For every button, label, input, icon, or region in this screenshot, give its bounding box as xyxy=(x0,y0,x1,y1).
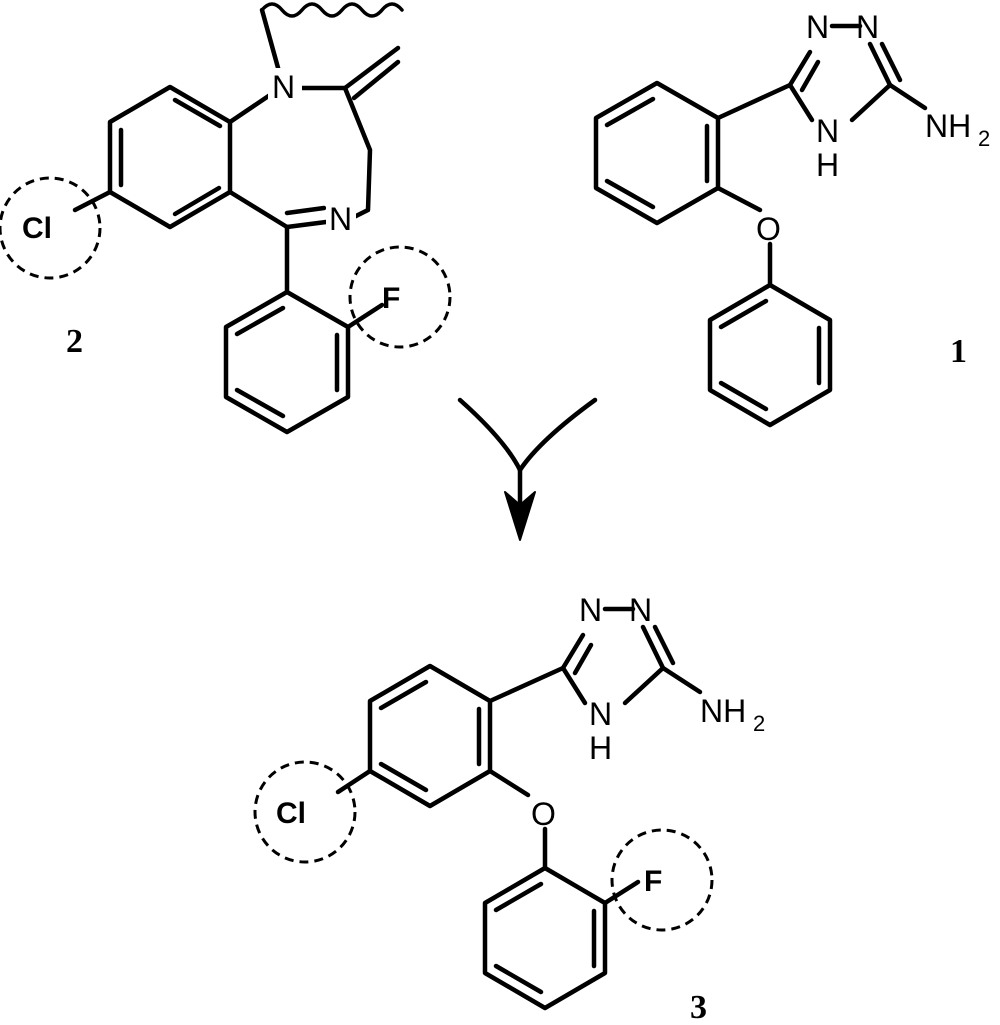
curved-merge-arrow-icon xyxy=(457,397,598,541)
compound-1-atom-nh: N xyxy=(816,113,839,149)
compound-2-atom-cl: Cl xyxy=(22,212,52,245)
compound-3-triazole-double-bond xyxy=(652,624,676,666)
compound-1-structure: N N N H O NH 2 1 xyxy=(593,9,990,428)
compound-2-imine-bond xyxy=(284,219,329,230)
compound-3-amino-nh: NH xyxy=(700,693,746,729)
compound-1-triazole-bond xyxy=(787,82,815,123)
compound-3-ring-double-bond xyxy=(493,963,544,995)
compound-3-triazole-bond xyxy=(622,665,666,706)
compound-1-triazole-link xyxy=(715,82,793,121)
compound-2-ring-double-bond xyxy=(172,97,223,129)
compound-1-atom-o: O xyxy=(756,211,781,247)
compound-3-ether-bond xyxy=(487,768,531,798)
compound-3-f-bond xyxy=(602,879,641,906)
compound-1-label: 1 xyxy=(950,333,967,370)
compound-3-atom-cl: Cl xyxy=(276,797,306,830)
compound-3-atom-n2: N xyxy=(629,592,652,628)
compound-1-atom-n2: N xyxy=(856,9,879,45)
compound-2-fluorophenyl-ring xyxy=(223,289,351,435)
compound-2-ring-double-bond xyxy=(234,387,286,419)
compound-3-atom-nh: N xyxy=(589,696,612,732)
compound-3-triazole-link xyxy=(487,665,566,704)
compound-3-amino-subscript: 2 xyxy=(753,711,765,736)
compound-2-diazepine-bonds xyxy=(299,85,373,221)
compound-3-cl-highlight-circle xyxy=(253,760,357,864)
compound-1-atom-n1: N xyxy=(806,9,829,45)
compound-3-triazole-bond xyxy=(640,624,666,671)
compound-3-triazole-bond xyxy=(560,632,586,671)
compound-1-phenoxy-ring xyxy=(707,282,833,428)
compound-1-triazole-double-bond xyxy=(879,41,903,83)
compound-3-chlorophenyl-ring xyxy=(367,663,493,809)
compound-2-atom-n1: N xyxy=(272,69,295,105)
compound-1-triazole-bond xyxy=(867,41,893,88)
compound-3-cl-bond xyxy=(335,768,373,795)
compound-2-cl-highlight-circle xyxy=(0,176,102,280)
compound-2-f-highlight-circle xyxy=(348,245,452,349)
compound-3-atom-o: O xyxy=(531,796,556,832)
compound-3-fluorophenoxy-ring xyxy=(482,865,608,1011)
compound-3-atom-f: F xyxy=(644,865,662,898)
compound-3-ring-double-bond xyxy=(378,679,429,711)
compound-1-triazole-bond xyxy=(787,49,813,88)
compound-3-triazole-double-bond xyxy=(572,642,594,676)
compound-2-exocyclic-double-bond xyxy=(342,45,401,91)
compound-2-diazepine-bonds xyxy=(227,92,273,125)
compound-3-triazole-bond xyxy=(560,665,588,706)
compound-3-atom-h: H xyxy=(589,730,612,766)
compound-1-ring-double-bond xyxy=(718,380,769,412)
compound-1-amino-subscript: 2 xyxy=(978,126,990,151)
compound-3-structure: N N N H O NH 2 Cl F 3 xyxy=(253,592,765,1025)
compound-3-ring-double-bond xyxy=(493,881,544,913)
compound-1-triazole-double-bond xyxy=(799,59,821,93)
compound-1-ring-double-bond xyxy=(604,96,656,128)
compound-3-label: 3 xyxy=(690,989,707,1025)
compound-3-amino-bond xyxy=(660,665,703,695)
compound-1-ether-bond xyxy=(715,185,763,213)
compound-2-ring-double-bond xyxy=(234,305,286,337)
compound-1-atom-h: H xyxy=(816,147,839,183)
compound-3-ring-double-bond xyxy=(378,761,429,793)
compound-2-f-bond xyxy=(345,302,385,330)
compound-2-atom-n4: N xyxy=(329,201,352,237)
compound-2-atom-f: F xyxy=(382,282,400,315)
compound-1-triazole-bond xyxy=(849,82,893,123)
compound-2-structure: N N Cl F 2 xyxy=(0,2,452,435)
compound-2-benzene-ring xyxy=(107,84,233,230)
compound-1-amino-nh: NH xyxy=(925,108,971,144)
compound-1-amino-bond xyxy=(887,82,928,111)
compound-1-ring-double-bond xyxy=(718,298,769,330)
compound-3-atom-n1: N xyxy=(579,592,602,628)
compound-2-exocyclic-double-bond xyxy=(351,59,401,101)
compound-3-f-highlight-circle xyxy=(610,828,714,932)
compound-2-diazepine-bonds xyxy=(227,189,290,230)
compound-2-label: 2 xyxy=(66,323,83,360)
compound-2-ring-double-bond xyxy=(172,185,222,217)
compound-1-ring-double-bond xyxy=(604,178,656,210)
compound-2-n-substituent-bond xyxy=(259,7,283,78)
compound-2-wavy-bond xyxy=(260,2,404,18)
compound-1-phenyl-ring xyxy=(593,80,721,226)
compound-2-imine-double-bond xyxy=(284,205,327,216)
